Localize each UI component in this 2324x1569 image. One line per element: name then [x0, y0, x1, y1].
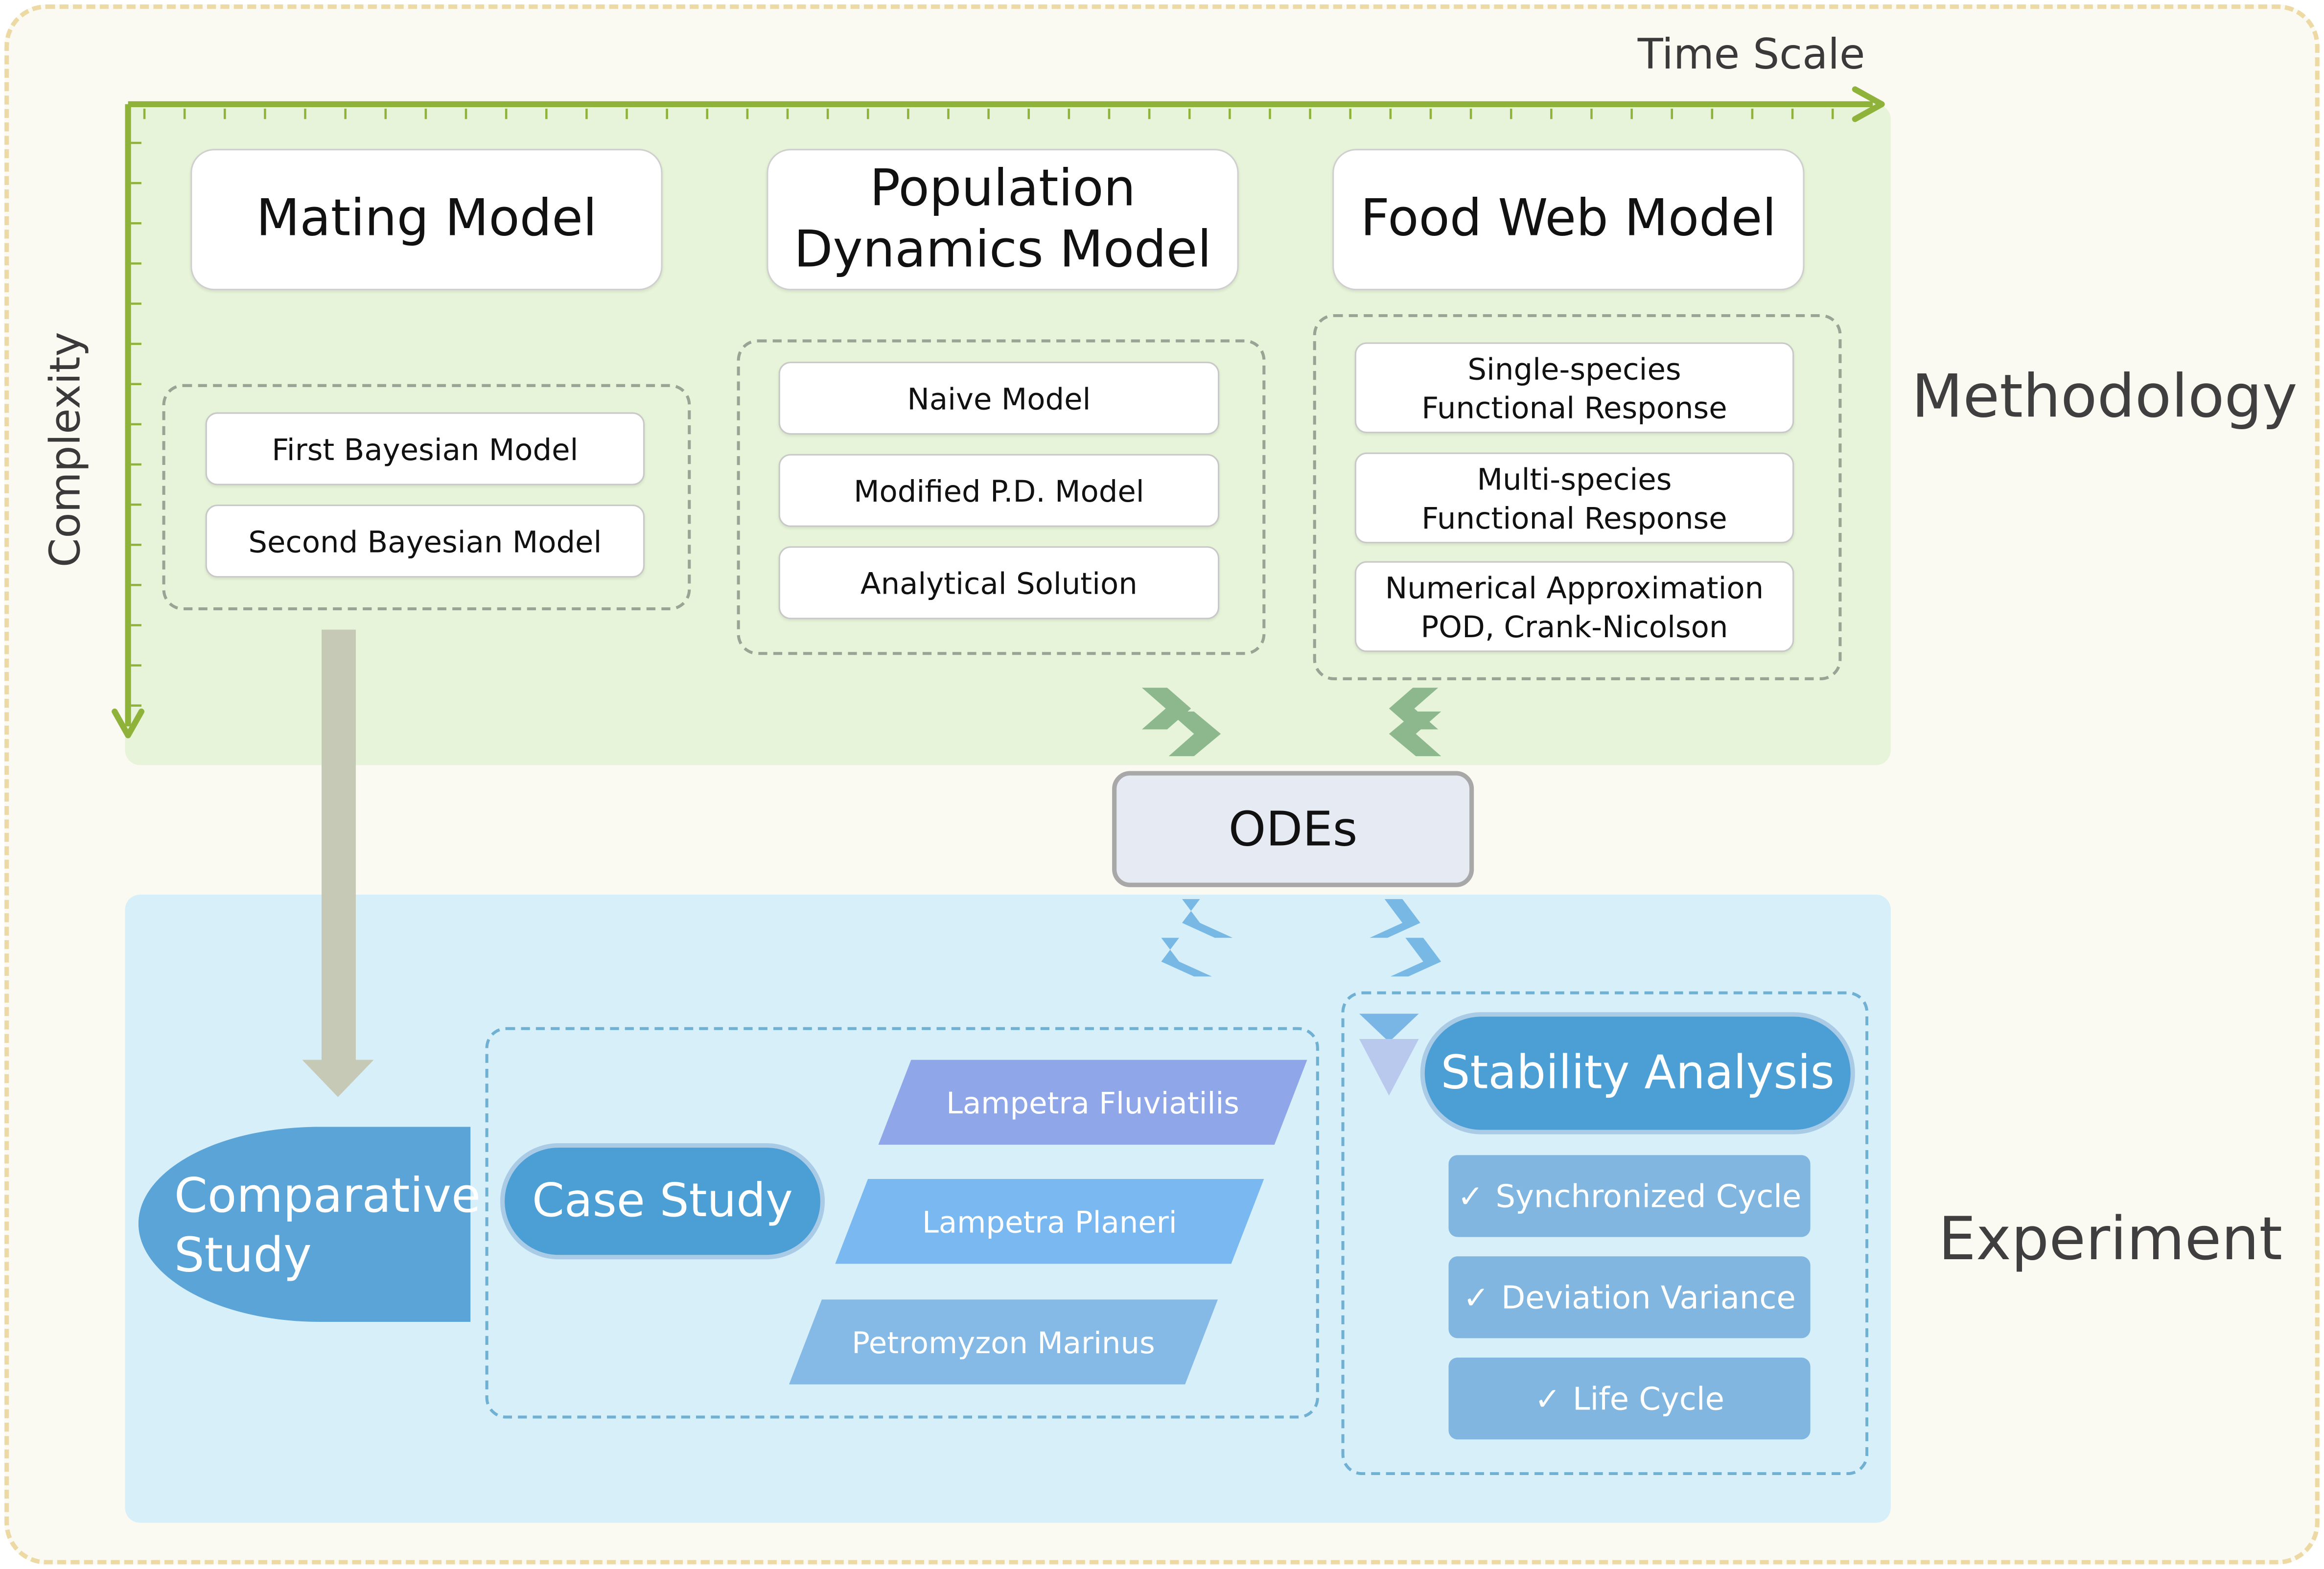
check-life-cycle-label: Life Cycle — [1572, 1381, 1724, 1417]
comparative-study: Comparative Study — [139, 1127, 481, 1321]
comparative-study-line1: Comparative — [174, 1166, 481, 1223]
single-species-line1: Single-species — [1467, 350, 1681, 387]
complexity-axis — [112, 104, 145, 738]
check-synchronized-cycle: ✓ Synchronized Cycle — [1448, 1155, 1811, 1237]
check-icon: ✓ — [1534, 1381, 1561, 1417]
experiment-label: Experiment — [1938, 1205, 2283, 1274]
population-model-title-line1: Population — [869, 159, 1136, 219]
population-model-group — [737, 339, 1266, 655]
blue-chevron-right — [1370, 899, 1441, 977]
case-study-pill: Case Study — [500, 1143, 825, 1260]
species-shape-lampetra-fluviatilis — [878, 1060, 1307, 1145]
time-scale-label: Time Scale — [1637, 29, 1865, 79]
second-bayesian-model-label: Second Bayesian Model — [248, 523, 602, 559]
population-dynamics-model-box: Population Dynamics Model — [767, 149, 1239, 291]
stability-analysis-pill: Stability Analysis — [1420, 1012, 1855, 1134]
species-lampetra-fluviatilis: Lampetra Fluviatilis — [879, 1060, 1307, 1145]
comparative-study-shape — [138, 1127, 471, 1322]
first-bayesian-model: First Bayesian Model — [205, 412, 645, 485]
stability-down-arrow — [1359, 1014, 1419, 1096]
naive-model: Naive Model — [778, 362, 1220, 435]
stability-analysis-group — [1341, 991, 1869, 1476]
multi-species-functional-response: Multi-species Functional Response — [1354, 452, 1794, 544]
case-study-group — [485, 1027, 1319, 1419]
mating-model-group — [162, 384, 691, 611]
species-petromyzon-marinus-label: Petromyzon Marinus — [852, 1324, 1155, 1360]
species-lampetra-fluviatilis-label: Lampetra Fluviatilis — [946, 1084, 1239, 1120]
blue-chevron-left — [1161, 899, 1233, 977]
food-web-model-box: Food Web Model — [1332, 149, 1805, 291]
complexity-label: Complexity — [41, 332, 91, 568]
check-icon: ✓ — [1463, 1279, 1489, 1315]
comparative-study-line2: Study — [174, 1225, 312, 1283]
green-chevron-left — [1141, 688, 1221, 757]
second-bayesian-model: Second Bayesian Model — [205, 505, 645, 578]
population-model-title-line2: Dynamics Model — [793, 219, 1212, 279]
stability-analysis-label: Stability Analysis — [1441, 1046, 1835, 1100]
check-deviation-variance-label: Deviation Variance — [1501, 1279, 1796, 1315]
odes-label: ODEs — [1228, 801, 1358, 857]
species-lampetra-planeri-label: Lampetra Planeri — [922, 1203, 1177, 1240]
modified-pd-model: Modified P.D. Model — [778, 454, 1220, 527]
green-chevron-right — [1389, 688, 1441, 757]
time-scale-axis — [128, 86, 1885, 122]
check-synchronized-cycle-label: Synchronized Cycle — [1495, 1178, 1802, 1214]
single-species-functional-response: Single-species Functional Response — [1354, 342, 1794, 434]
numerical-approximation-line1: Numerical Approximation — [1385, 569, 1764, 605]
food-web-model-title: Food Web Model — [1360, 189, 1777, 249]
check-life-cycle: ✓ Life Cycle — [1448, 1357, 1811, 1440]
naive-model-label: Naive Model — [907, 380, 1091, 416]
numerical-approximation-line2: POD, Crank-Nicolson — [1420, 608, 1728, 644]
check-deviation-variance: ✓ Deviation Variance — [1448, 1256, 1811, 1338]
case-study-label: Case Study — [532, 1174, 793, 1228]
mating-model-title: Mating Model — [256, 189, 597, 249]
odes-box: ODEs — [1112, 771, 1474, 887]
numerical-approximation: Numerical Approximation POD, Crank-Nicol… — [1354, 561, 1794, 652]
axis-ticks — [131, 109, 1834, 707]
multi-species-line2: Functional Response — [1421, 499, 1727, 535]
first-bayesian-model-label: First Bayesian Model — [272, 431, 579, 467]
analytical-solution-label: Analytical Solution — [860, 565, 1138, 601]
food-web-model-group — [1313, 314, 1842, 681]
species-shape-lampetra-planeri — [835, 1178, 1264, 1264]
single-species-line2: Functional Response — [1421, 389, 1727, 425]
mating-model-box: Mating Model — [190, 149, 663, 291]
analytical-solution: Analytical Solution — [778, 546, 1220, 620]
modified-pd-model-label: Modified P.D. Model — [854, 472, 1144, 508]
species-petromyzon-marinus: Petromyzon Marinus — [789, 1299, 1218, 1384]
species-shape-petromyzon-marinus — [789, 1299, 1218, 1384]
check-icon: ✓ — [1457, 1178, 1484, 1214]
methodology-label: Methodology — [1911, 363, 2298, 432]
multi-species-line1: Multi-species — [1477, 461, 1672, 497]
species-lampetra-planeri: Lampetra Planeri — [835, 1179, 1264, 1264]
grey-down-arrow — [302, 629, 374, 1097]
